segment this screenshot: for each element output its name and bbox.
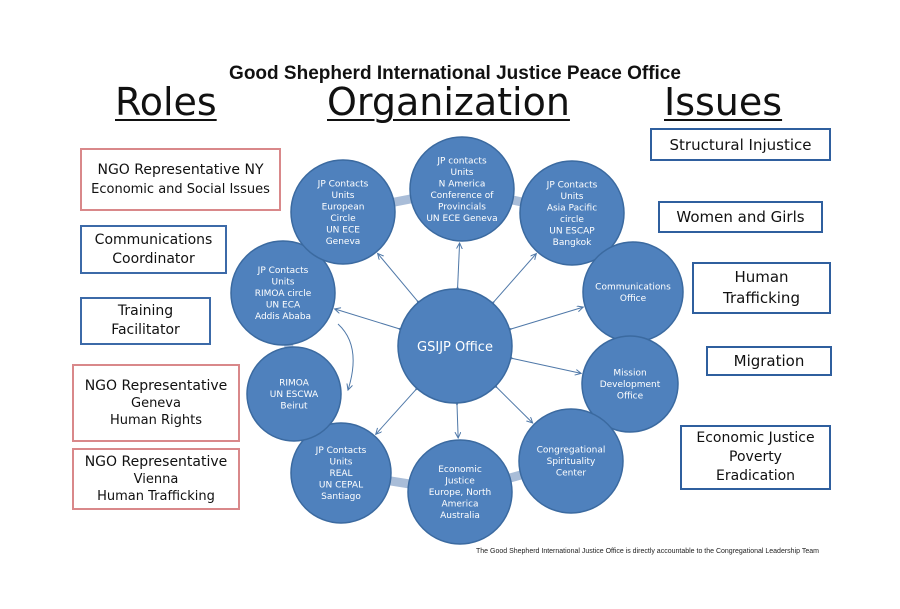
org-node-circle (407, 439, 513, 545)
org-node-label: Provincials (438, 202, 486, 212)
issue-migration: Migration (706, 346, 832, 376)
org-node-label: Santiago (321, 492, 361, 502)
org-node-label: UN ECA (266, 301, 301, 311)
issue-women-and-girls: Women and Girls (658, 201, 823, 233)
org-node-label: UN ECE Geneva (426, 214, 497, 224)
org-node-label: Justice (444, 477, 475, 487)
org-arrow (511, 307, 583, 329)
org-node-label: Europe, North (429, 488, 492, 498)
org-node-label: Geneva (326, 237, 361, 247)
org-node-label: JP Contacts (257, 266, 309, 276)
org-node-label: UN ESCAP (549, 226, 595, 236)
org-arrow (335, 309, 399, 329)
org-node-label: European (322, 202, 365, 212)
org-node-label: Units (560, 192, 583, 202)
org-node-circle (518, 408, 624, 514)
org-node-circle (290, 159, 396, 265)
org-node-label: circle (560, 215, 584, 225)
org-node-label: Center (556, 469, 587, 479)
org-node-label: N America (439, 179, 486, 189)
gsijp-office-label: GSIJP Office (417, 340, 493, 355)
org-arrow (497, 388, 533, 423)
org-node-label: JP Contacts (317, 179, 369, 189)
page-title: Good Shepherd International Justice Peac… (229, 63, 681, 84)
org-node-label: Development (600, 380, 661, 390)
org-node-label: Australia (440, 511, 480, 521)
org-node-label: Units (331, 191, 354, 201)
footer-note: The Good Shepherd International Justice … (476, 548, 819, 555)
rimoa-curved-arrow (337, 323, 354, 390)
org-node-label: Addis Ababa (255, 312, 311, 322)
org-arrow (378, 253, 418, 300)
org-node-label: Office (620, 294, 647, 304)
org-node-circle (519, 160, 625, 266)
org-arrow (458, 243, 460, 287)
org-node-circle (230, 240, 336, 346)
org-node-label: Bangkok (553, 238, 593, 248)
org-node-label: RIMOA (279, 379, 310, 389)
organization-heading: Organization (327, 80, 570, 124)
org-node-label: UN ESCWA (270, 390, 319, 400)
org-node-label: Asia Pacific (547, 203, 597, 213)
org-node-label: Mission (613, 369, 646, 379)
org-node-label: Conference of (431, 191, 495, 201)
org-node-circle (581, 335, 679, 433)
org-arrow (494, 254, 536, 302)
org-node-label: JP Contacts (315, 446, 367, 456)
org-node-label: Economic (438, 465, 482, 475)
issue-structural-injustice: Structural Injustice (650, 128, 831, 161)
org-node-label: Congregational (537, 446, 606, 456)
org-node-label: Office (617, 392, 644, 402)
org-arrow (457, 405, 458, 438)
gsijp-office-circle (397, 288, 513, 404)
org-node-label: Units (450, 168, 473, 178)
org-node-label: Units (329, 458, 352, 468)
org-node-label: Units (271, 278, 294, 288)
org-node-label: JP Contacts (546, 180, 598, 190)
org-node-label: America (441, 500, 478, 510)
issues-heading: Issues (664, 80, 783, 124)
org-arrow (513, 359, 581, 374)
org-node-label: JP contacts (436, 156, 487, 166)
org-node-label: UN ECE (326, 225, 360, 235)
org-node-label: Beirut (280, 402, 308, 412)
org-node-circle (409, 136, 515, 242)
org-arrow (376, 390, 416, 434)
org-node-label: Circle (330, 214, 356, 224)
org-node-label: Communications (595, 282, 671, 292)
org-node-circle (246, 346, 342, 442)
org-node-label: UN CEPAL (319, 481, 363, 491)
org-node-label: Spirituality (547, 457, 596, 467)
org-node-label: REAL (329, 469, 352, 479)
org-node-circle (290, 422, 392, 524)
roles-heading: Roles (115, 80, 217, 124)
org-node-label: RIMOA circle (255, 289, 312, 299)
